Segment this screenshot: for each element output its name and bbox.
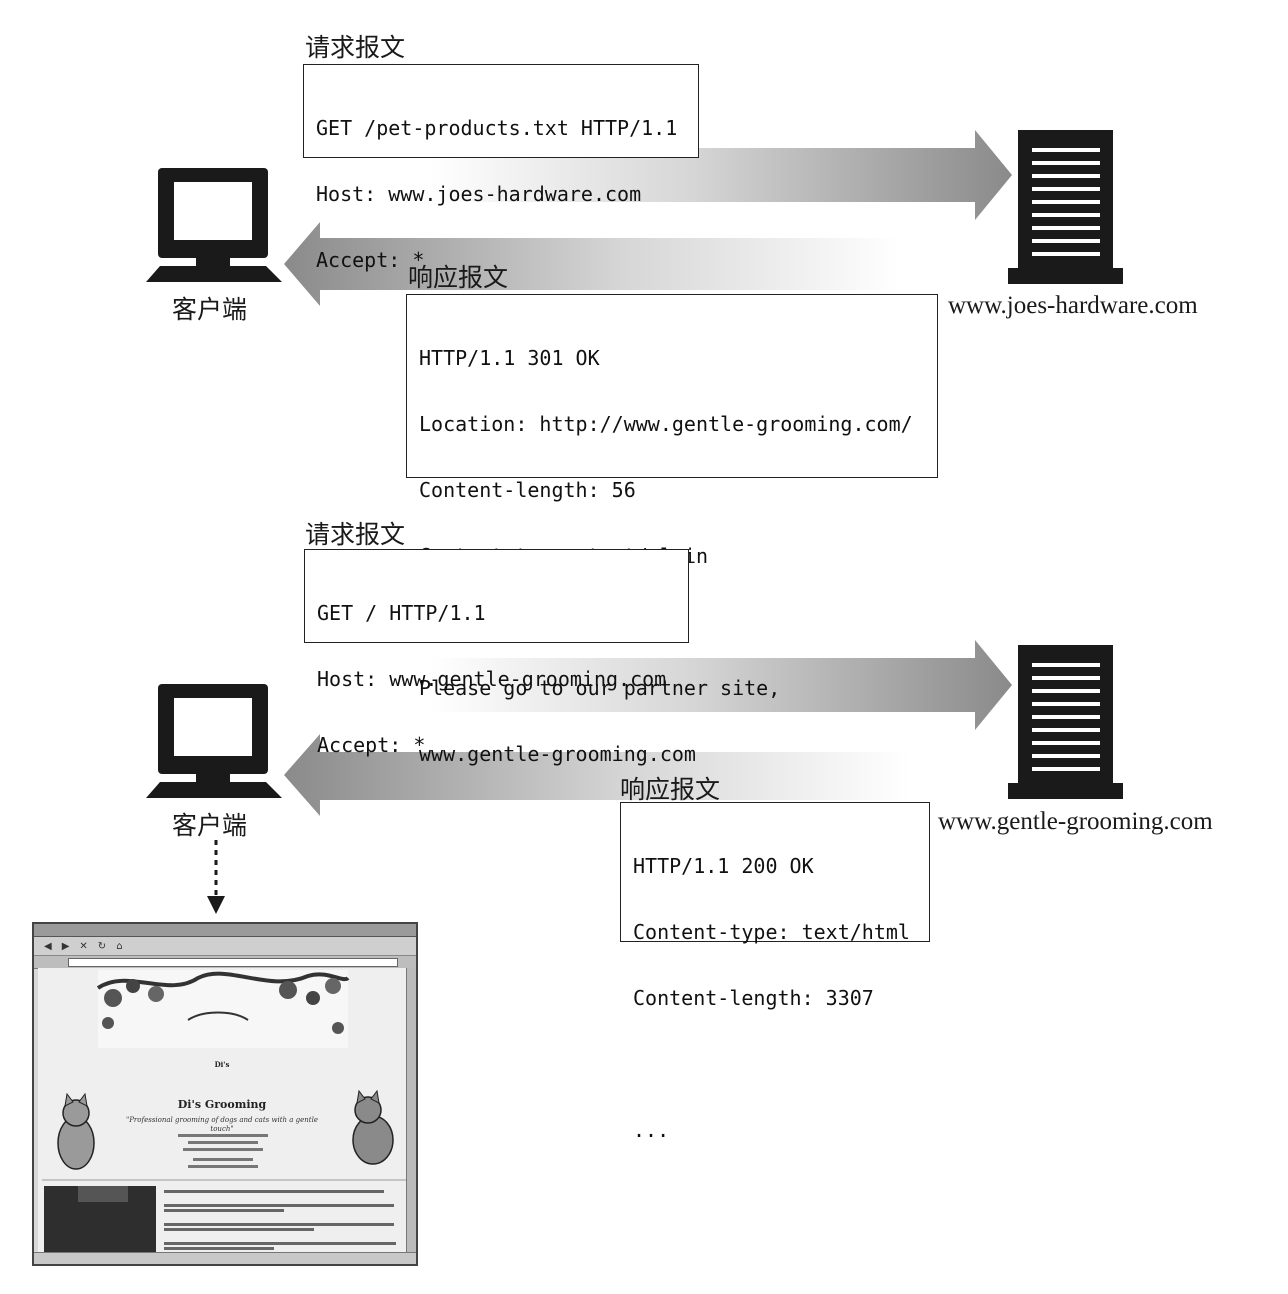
arrow-left-icon (284, 734, 910, 816)
request-line: GET /pet-products.txt HTTP/1.1 (316, 116, 678, 140)
request-message-box: GET / HTTP/1.1 Host: www.gentle-grooming… (304, 549, 689, 756)
request-title: 请求报文 (305, 520, 406, 549)
response-message-box: HTTP/1.1 200 OK Content-type: text/html … (620, 802, 930, 1141)
request-title: 请求报文 (305, 33, 406, 62)
computer-icon (146, 168, 282, 282)
response-line: HTTP/1.1 200 OK (633, 854, 814, 878)
response-title: 响应报文 (408, 263, 509, 292)
computer-icon (146, 684, 282, 798)
request-line: GET / HTTP/1.1 (317, 601, 486, 625)
response-line: ... (633, 1118, 670, 1142)
browser-titlebar (34, 924, 416, 937)
cat-icon (57, 1092, 95, 1170)
response-line (633, 1053, 917, 1075)
address-field (68, 958, 398, 967)
back-icon: ◀ (44, 940, 52, 952)
arrow-left-icon (284, 222, 900, 306)
response-line: Content-length: 3307 (633, 986, 874, 1010)
server-icon (1008, 130, 1123, 284)
server-icon (1008, 645, 1123, 799)
browser-statusbar (34, 1252, 416, 1264)
response-line: HTTP/1.1 301 OK (419, 346, 600, 370)
address-block (178, 1134, 268, 1168)
response-title: 响应报文 (620, 775, 721, 804)
request-message-box: GET /pet-products.txt HTTP/1.1 Host: www… (303, 64, 699, 271)
server-label: www.joes-hardware.com (948, 292, 1198, 319)
response-line: Location: http://www.gentle-grooming.com… (419, 412, 913, 436)
response-line: Content-type: text/html (633, 920, 910, 944)
browser-window-thumbnail: ◀ ▶ ✕ ↻ ⌂ (32, 922, 418, 1266)
response-line: Please go to our partner site, (419, 676, 781, 700)
home-icon: ⌂ (116, 940, 123, 952)
dotted-arrow-down-icon (207, 840, 225, 914)
scrollbar (406, 968, 416, 1252)
response-line: Content-length: 56 (419, 478, 636, 502)
site-tagline: "Professional grooming of dogs and cats … (126, 1116, 318, 1133)
stop-icon: ✕ (79, 940, 88, 952)
response-message-box: HTTP/1.1 301 OK Location: http://www.gen… (406, 294, 938, 765)
site-logo-text: Di's (214, 1060, 230, 1069)
browser-toolbar: ◀ ▶ ✕ ↻ ⌂ (34, 937, 416, 956)
request-line: Host: www.joes-hardware.com (316, 182, 642, 206)
site-title: Di's Grooming (177, 1098, 267, 1111)
request-line: Accept: * (317, 733, 426, 757)
client-label: 客户端 (172, 811, 248, 840)
client-label: 客户端 (172, 295, 248, 324)
page-illustration (42, 970, 406, 1254)
server-label: www.gentle-grooming.com (938, 808, 1213, 835)
floral-banner-icon (96, 970, 350, 1048)
response-line: www.gentle-grooming.com (419, 742, 696, 766)
request-line: Host: www.gentle-grooming.com (317, 667, 667, 691)
request-line: Accept: * (316, 248, 425, 272)
forward-icon: ▶ (61, 940, 70, 952)
refresh-icon: ↻ (97, 940, 107, 952)
body-text-lines (164, 1190, 396, 1250)
browser-page-content: Di's Di's Grooming "Professional groomin… (38, 968, 406, 1254)
cat-icon (352, 1089, 394, 1165)
arrow-right-icon (430, 640, 1012, 730)
